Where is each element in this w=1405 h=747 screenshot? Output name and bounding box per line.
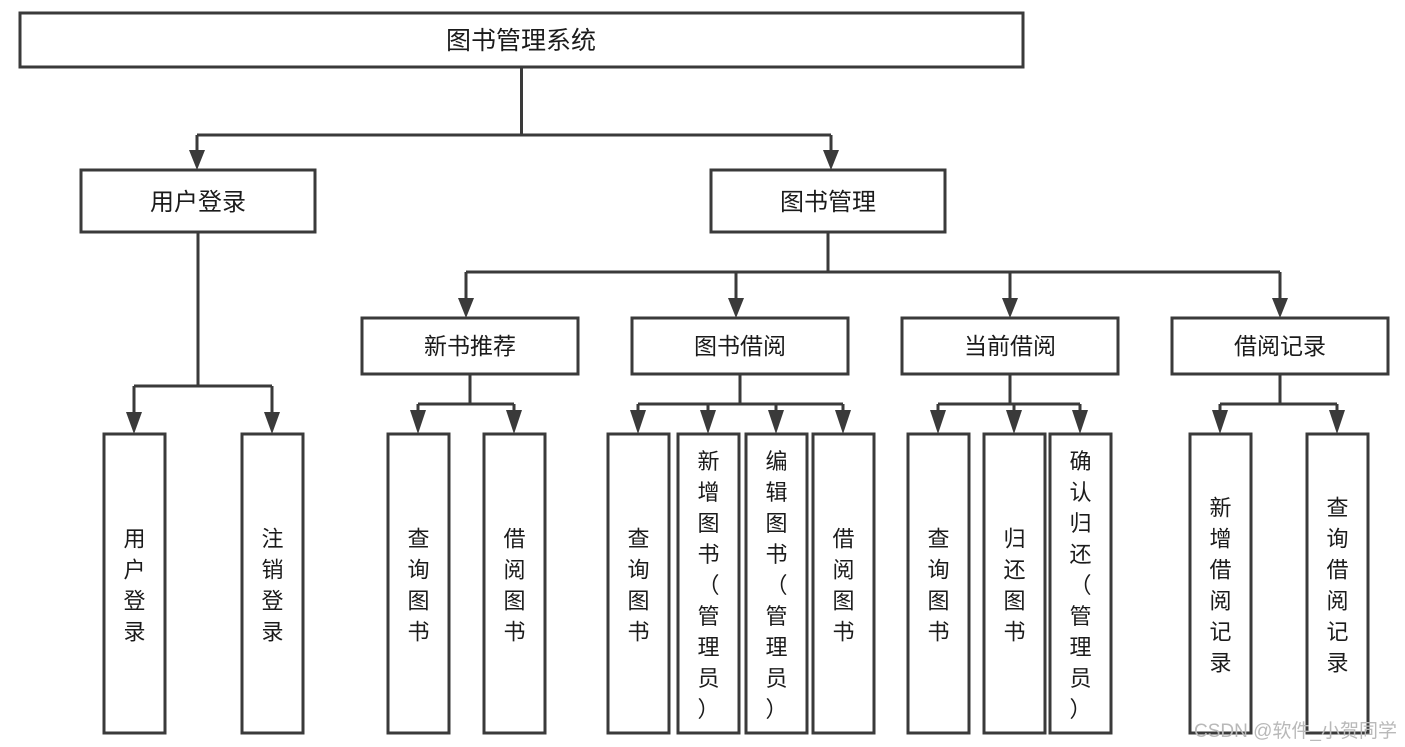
node-leaf-edit-book[interactable]: 编辑图书（管理员） (744, 432, 809, 735)
arrow-down-icon (700, 410, 716, 434)
node-borrow-record[interactable]: 借阅记录 (1170, 316, 1390, 376)
node-leaf-confirm-return[interactable]: 确认归还（管理员） (1048, 432, 1113, 735)
arrow-down-icon (1002, 298, 1018, 318)
node-leaf-query-book-1[interactable]: 查询图书 (386, 432, 451, 735)
node-current-borrow-label: 当前借阅 (964, 333, 1056, 359)
arrow-down-icon (823, 150, 839, 170)
node-leaf-query-record[interactable]: 查询借阅记录 (1305, 432, 1370, 735)
connectors-booknmanage-to-level2 (458, 232, 1288, 318)
connectors-currentborrow-to-leaves (930, 374, 1088, 434)
node-new-book-rec-label: 新书推荐 (424, 333, 516, 359)
node-leaf-return-book-label: 归还图书 (1003, 527, 1025, 645)
node-leaf-query-book-3-label: 查询图书 (927, 527, 949, 645)
node-leaf-user-logout-label: 注销登录 (261, 527, 283, 645)
arrow-down-icon (630, 410, 646, 434)
arrow-down-icon (768, 410, 784, 434)
node-leaf-borrow-book-2-label: 借阅图书 (832, 527, 854, 645)
node-leaf-add-record-label: 新增借阅记录 (1209, 496, 1231, 676)
arrow-down-icon (126, 412, 142, 434)
arrow-down-icon (410, 410, 426, 434)
node-book-borrow[interactable]: 图书借阅 (630, 316, 850, 376)
node-leaf-query-record-label: 查询借阅记录 (1326, 496, 1348, 676)
node-leaf-query-book-1-label: 查询图书 (407, 527, 429, 645)
node-new-book-rec[interactable]: 新书推荐 (360, 316, 580, 376)
node-book-manage[interactable]: 图书管理 (709, 168, 947, 234)
connectors-newbookrec-to-leaves (410, 374, 522, 434)
node-root[interactable]: 图书管理系统 (18, 11, 1025, 69)
arrow-down-icon (728, 298, 744, 318)
arrow-down-icon (1272, 298, 1288, 318)
connectors-root-to-level1 (189, 67, 839, 170)
node-leaf-confirm-return-label: 确认归还（管理员） (1069, 449, 1091, 722)
node-leaf-user-logout[interactable]: 注销登录 (240, 432, 305, 735)
node-leaf-query-book-2[interactable]: 查询图书 (606, 432, 671, 735)
arrow-down-icon (930, 410, 946, 434)
arrow-down-icon (1006, 410, 1022, 434)
node-leaf-user-login[interactable]: 用户登录 (102, 432, 167, 735)
arrow-down-icon (264, 412, 280, 434)
node-leaf-query-book-3[interactable]: 查询图书 (906, 432, 971, 735)
node-leaf-add-book-label: 新增图书（管理员） (697, 449, 719, 722)
node-leaf-add-record[interactable]: 新增借阅记录 (1188, 432, 1253, 735)
connectors-userlogin-to-leaves (126, 232, 280, 434)
node-leaf-add-book[interactable]: 新增图书（管理员） (676, 432, 741, 735)
arrow-down-icon (506, 410, 522, 434)
node-leaf-borrow-book-1[interactable]: 借阅图书 (482, 432, 547, 735)
node-current-borrow[interactable]: 当前借阅 (900, 316, 1120, 376)
connectors-bookborrow-to-leaves (630, 374, 851, 434)
node-leaf-user-login-label: 用户登录 (123, 527, 145, 645)
arrow-down-icon (835, 410, 851, 434)
node-book-borrow-label: 图书借阅 (694, 333, 786, 359)
node-borrow-record-label: 借阅记录 (1234, 333, 1326, 359)
node-user-login-label: 用户登录 (150, 189, 246, 216)
leaf-nodes-layer: 用户登录 注销登录 查询图书 借阅图书 查询图书 新增图书（管理员） 编辑图书（管理员） 借阅… (102, 432, 1370, 735)
node-leaf-query-book-2-label: 查询图书 (627, 527, 649, 645)
arrow-down-icon (1212, 410, 1228, 434)
node-leaf-borrow-book-1-label: 借阅图书 (503, 527, 525, 645)
node-leaf-edit-book-label: 编辑图书（管理员） (765, 449, 787, 722)
node-book-manage-label: 图书管理 (780, 189, 876, 216)
arrow-down-icon (458, 298, 474, 318)
arrow-down-icon (189, 150, 205, 170)
node-leaf-borrow-book-2[interactable]: 借阅图书 (811, 432, 876, 735)
node-user-login[interactable]: 用户登录 (79, 168, 317, 234)
arrow-down-icon (1072, 410, 1088, 434)
node-root-label: 图书管理系统 (446, 27, 596, 55)
arrow-down-icon (1329, 410, 1345, 434)
node-leaf-return-book[interactable]: 归还图书 (982, 432, 1047, 735)
connectors-borrowrecord-to-leaves (1212, 374, 1345, 434)
